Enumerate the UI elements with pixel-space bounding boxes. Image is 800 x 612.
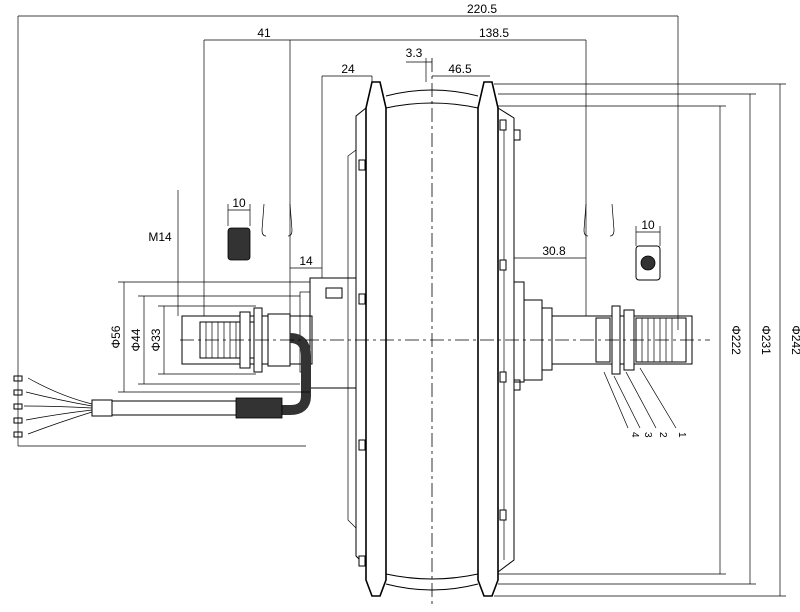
left-cover-step bbox=[347, 149, 357, 529]
bolt bbox=[499, 509, 507, 521]
dim-phi-222: Φ222 bbox=[729, 325, 743, 355]
clip-left-a bbox=[261, 203, 267, 237]
part-label-3: 3 bbox=[642, 432, 653, 438]
left-cover bbox=[355, 107, 367, 567]
dim-nut-right: 10 bbox=[641, 218, 655, 232]
right-hub-step bbox=[513, 281, 525, 383]
dimension-lines bbox=[17, 15, 786, 597]
cable-sleeve bbox=[91, 399, 113, 417]
hub-motor-body bbox=[299, 81, 553, 597]
dim-thread: M14 bbox=[148, 230, 172, 244]
bolt bbox=[358, 555, 366, 567]
dim-nut-left: 10 bbox=[232, 196, 246, 210]
cable-wires bbox=[13, 375, 93, 438]
dim-220-5: 220.5 bbox=[467, 2, 497, 16]
bolt bbox=[358, 439, 366, 451]
rim-right-edge bbox=[477, 81, 499, 597]
cable-grommet bbox=[235, 397, 283, 419]
bolt bbox=[499, 119, 507, 131]
part-label-1: 1 bbox=[676, 432, 687, 438]
dim-phi-242: Φ242 bbox=[789, 325, 800, 355]
bolt bbox=[513, 379, 521, 391]
part-label-2: 2 bbox=[657, 432, 668, 438]
bolt bbox=[358, 159, 366, 171]
bolt bbox=[358, 293, 366, 305]
dim-30-8: 30.8 bbox=[542, 244, 566, 258]
dim-phi-33: Φ33 bbox=[149, 328, 163, 351]
rim-left-edge bbox=[365, 81, 387, 597]
dim-138-5: 138.5 bbox=[479, 26, 509, 40]
bolt bbox=[499, 259, 507, 271]
dim-41: 41 bbox=[257, 26, 271, 40]
clip-right-b bbox=[609, 203, 615, 237]
clip-right-a bbox=[583, 203, 589, 237]
cable-sheath bbox=[109, 400, 241, 416]
dim-14: 14 bbox=[299, 254, 313, 268]
dim-phi-44: Φ44 bbox=[129, 328, 143, 351]
dim-3-3: 3.3 bbox=[406, 46, 423, 60]
nut-right-icon bbox=[635, 245, 661, 281]
dim-46-5: 46.5 bbox=[448, 62, 472, 76]
clip-left-b bbox=[287, 203, 293, 237]
bolt bbox=[499, 371, 507, 383]
bolt bbox=[513, 129, 521, 141]
dim-phi-231: Φ231 bbox=[759, 325, 773, 355]
dim-24: 24 bbox=[341, 62, 355, 76]
dim-phi-56: Φ56 bbox=[109, 325, 123, 348]
nut-left-icon bbox=[227, 227, 251, 261]
flange-pin bbox=[325, 287, 343, 299]
part-label-4: 4 bbox=[629, 432, 640, 438]
right-bearing-inner bbox=[541, 307, 553, 371]
